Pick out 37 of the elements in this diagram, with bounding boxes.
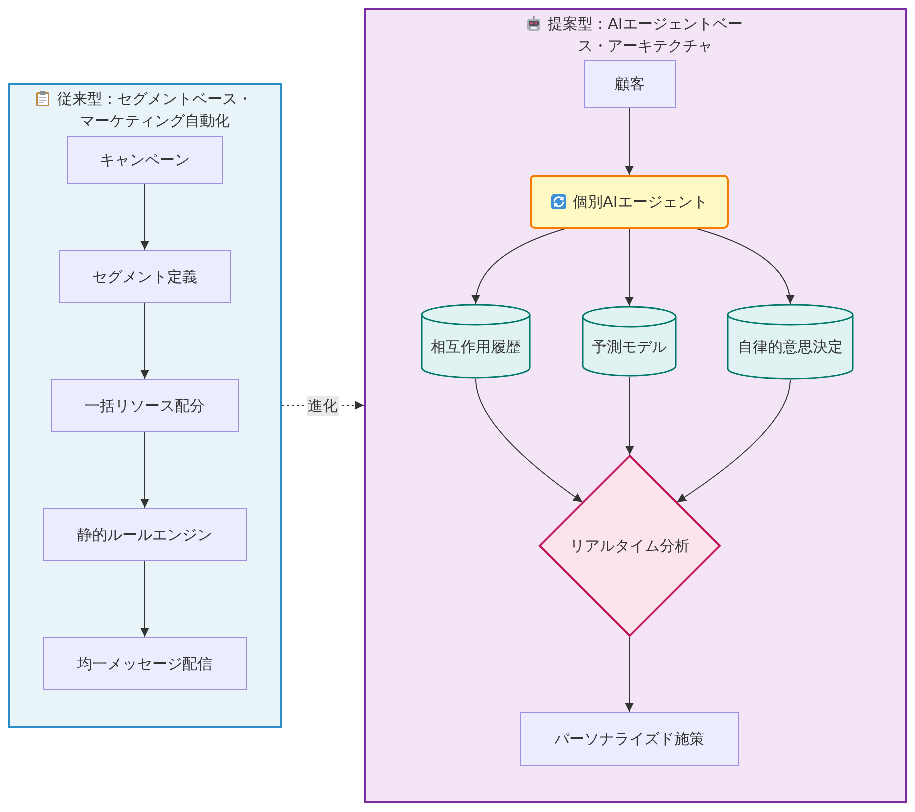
edge-label: 進化 (307, 396, 339, 416)
group-title: 提案型：AIエージェントベース・アーキテクチャ (547, 14, 744, 57)
process-box (43, 508, 247, 561)
node-label: 均一メッセージ配信 (78, 654, 212, 674)
arrow (472, 228, 566, 304)
process-box (584, 60, 676, 108)
group-panel (8, 83, 282, 728)
arrow (625, 108, 634, 176)
process-box (67, 136, 223, 184)
node-label: 自律的意思決定 (738, 337, 843, 357)
process-box (59, 250, 231, 303)
arrow (140, 302, 150, 380)
process-box (520, 712, 739, 766)
node-label: 静的ルールエンジン (78, 524, 212, 544)
node-label: 顧客 (615, 74, 645, 94)
group-panel (364, 8, 907, 803)
node-label: キャンペーン (100, 150, 190, 170)
node-label: パーソナライズド施策 (554, 729, 704, 749)
process-box (51, 379, 239, 432)
arrow (696, 228, 794, 304)
node-label: リアルタイム分析 (570, 536, 690, 556)
node-label: 一括リソース配分 (85, 396, 205, 416)
arrow (140, 184, 150, 250)
arrow (140, 432, 150, 508)
agent-box (530, 175, 729, 229)
arrow (476, 378, 584, 503)
process-box (43, 637, 247, 690)
arrow (625, 636, 634, 712)
arrow (625, 376, 634, 456)
node-label: 相互作用履歴 (431, 336, 521, 356)
arrow (625, 228, 634, 306)
arrow (676, 380, 791, 503)
node-label: 個別AIエージェント (573, 192, 708, 212)
node-label: 予測モデル (592, 336, 667, 356)
group-title: 従来型：セグメントベース・マーケティング自動化 (56, 89, 254, 132)
node-label: セグメント定義 (92, 266, 198, 286)
arrow (140, 560, 150, 638)
